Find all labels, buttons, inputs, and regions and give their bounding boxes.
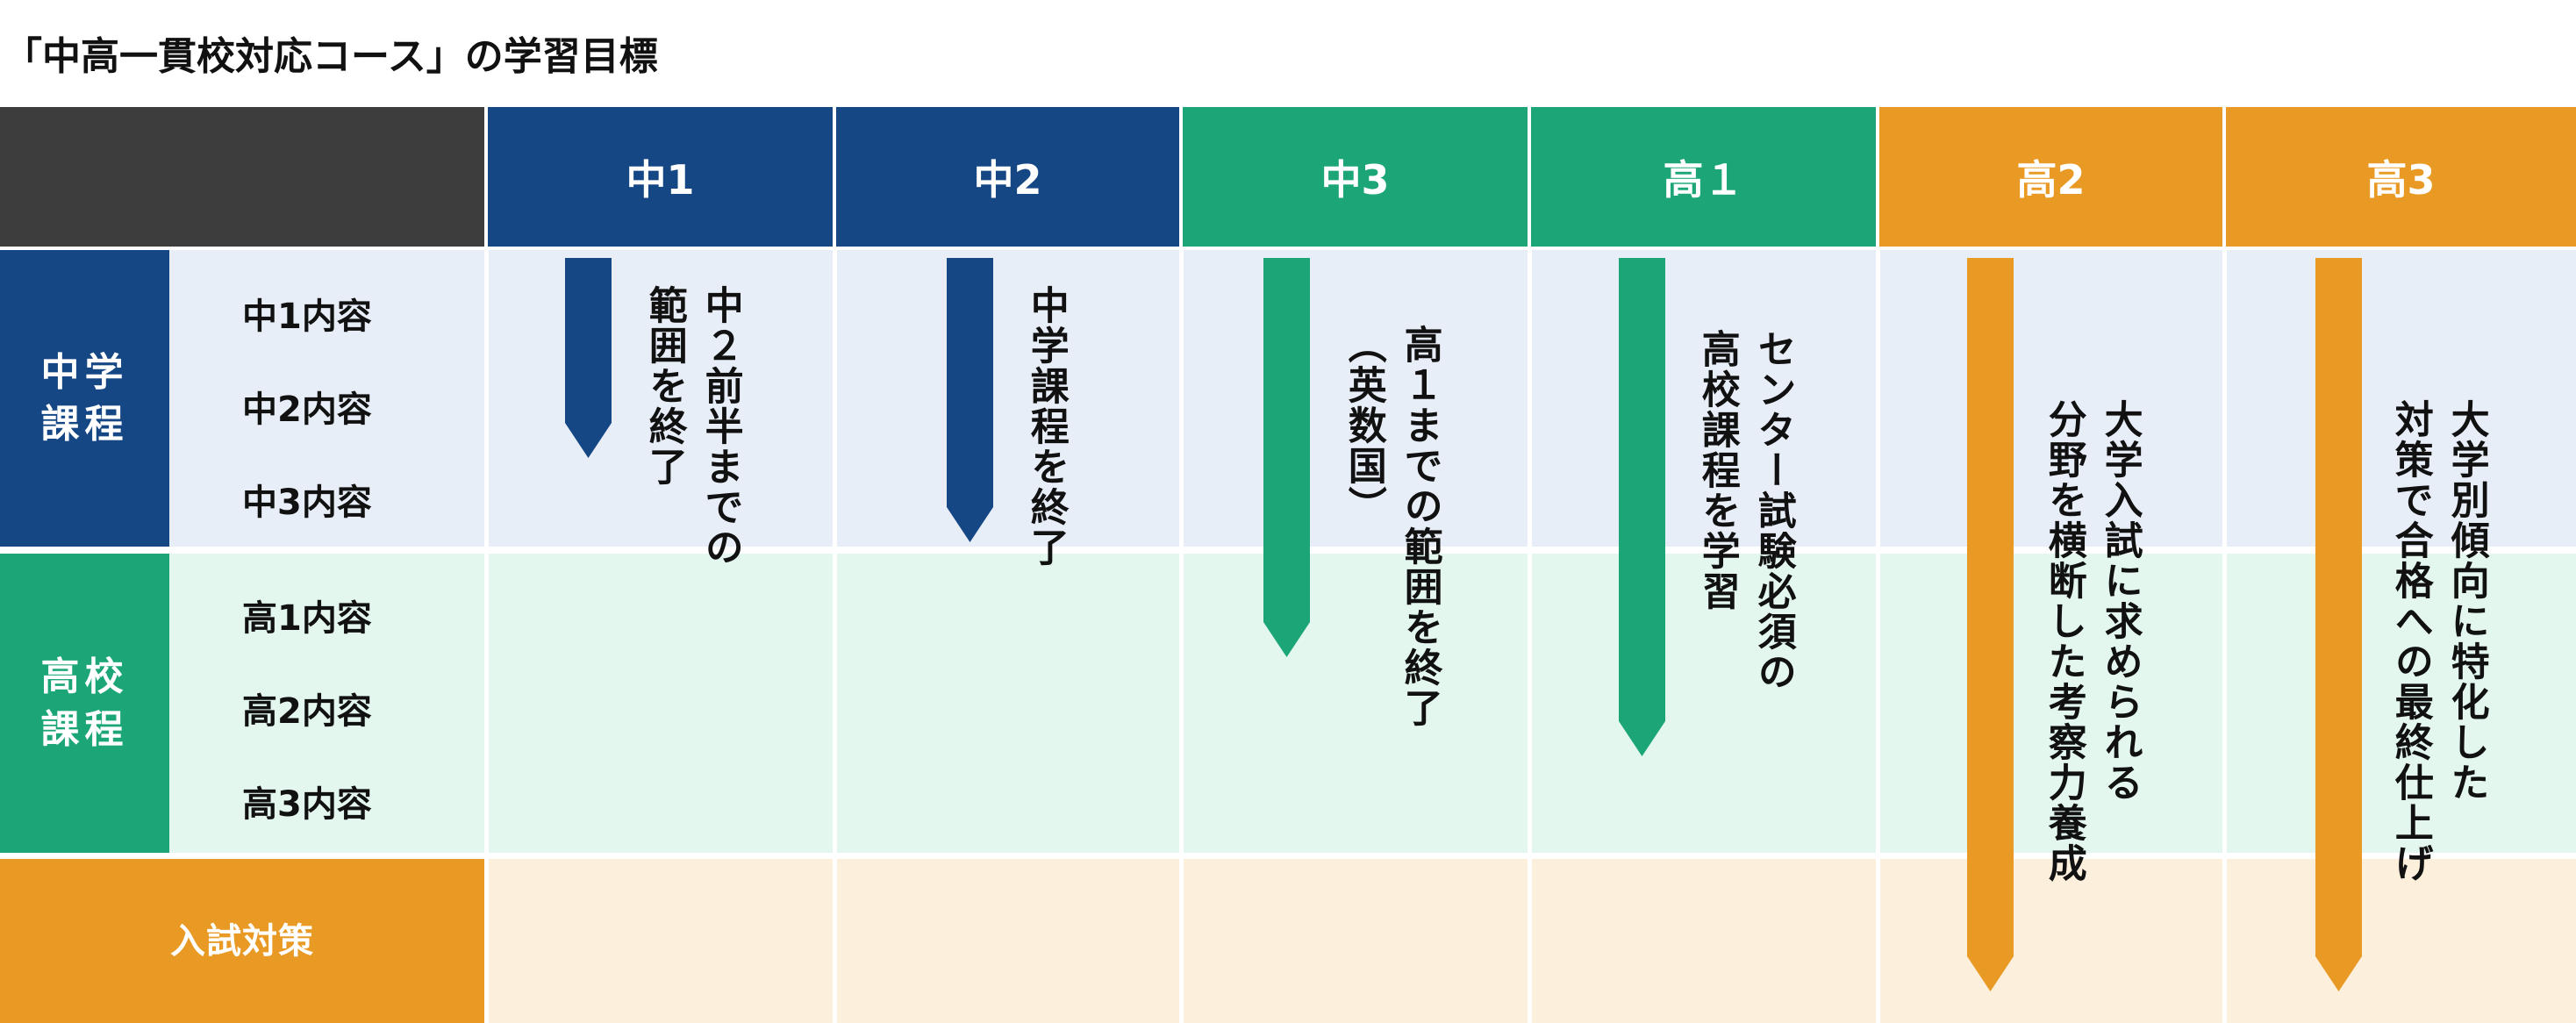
progress-arrow-chu2: [947, 258, 993, 542]
progress-arrow-chu1: [565, 258, 612, 458]
progress-arrow-ko2: [1967, 258, 2014, 991]
page-title: 「中高一貫校対応コース」の学習目標: [4, 34, 658, 79]
goal-text-chu1: 中２前半までの範囲を終了: [641, 285, 743, 568]
progress-arrow-chu3: [1263, 258, 1310, 657]
sub-item: 高1内容: [242, 598, 372, 639]
sub-item: 高2内容: [242, 691, 372, 732]
group-senior-label: 高校 課程: [0, 554, 169, 853]
header-ko2: 高2: [1879, 107, 2222, 247]
divider: [1528, 247, 1532, 1023]
goal-text-ko1: センター試験必須の高校課程を学習: [1694, 329, 1796, 692]
group-exam-label: 入試対策: [0, 859, 484, 1023]
divider: [1876, 247, 1880, 1023]
header-ko3: 高3: [2226, 107, 2576, 247]
divider: [484, 247, 489, 1023]
header-corner: [0, 107, 484, 247]
goal-text-chu3: 高１までの範囲を終了（英数国）: [1341, 325, 1442, 728]
goal-text-ko3: 大学別傾向に特化した対策で合格への最終仕上げ: [2387, 399, 2489, 884]
header-chu3: 中3: [1183, 107, 1528, 247]
divider: [833, 247, 837, 1023]
sub-item: 高3内容: [242, 784, 372, 825]
group-junior-label: 中学 課程: [0, 250, 169, 547]
sub-item: 中1内容: [242, 297, 372, 337]
header-ko1: 高１: [1531, 107, 1876, 247]
sub-item: 中2内容: [242, 390, 372, 430]
goal-text-ko2: 大学入試に求められる分野を横断した考察力養成: [2041, 399, 2143, 884]
progress-arrow-ko3: [2315, 258, 2362, 991]
goal-text-chu2: 中学課程を終了: [1023, 285, 1069, 568]
header-chu1: 中1: [488, 107, 833, 247]
divider: [2222, 247, 2227, 1023]
header-chu2: 中2: [836, 107, 1179, 247]
sub-item: 中3内容: [242, 483, 372, 523]
progress-arrow-ko1: [1619, 258, 1665, 756]
divider: [1179, 247, 1184, 1023]
